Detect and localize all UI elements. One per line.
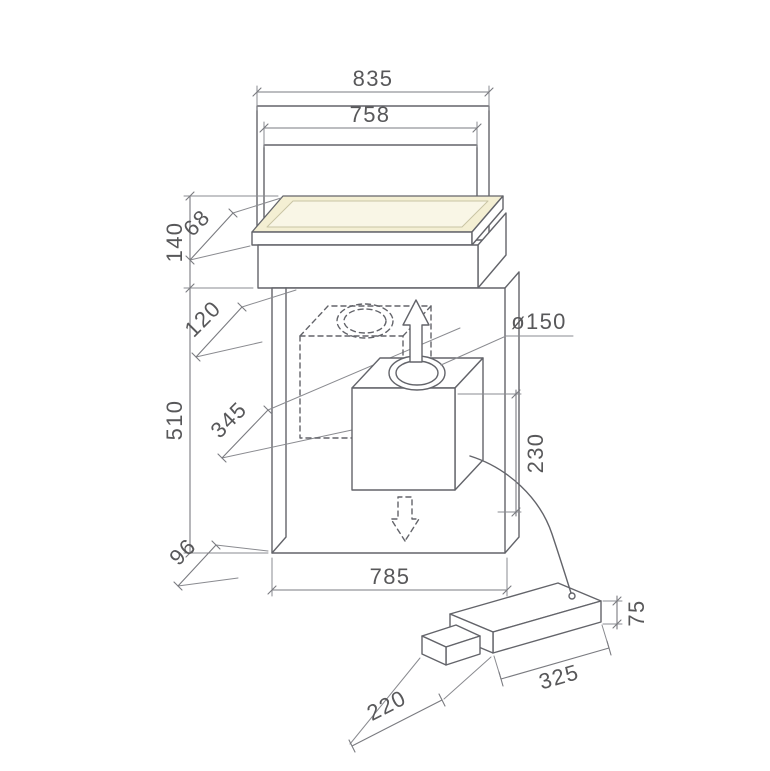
strip-front-face [251, 231, 473, 246]
alt-duct-inner-ring [343, 308, 387, 334]
blower-step-left [421, 635, 447, 666]
motor-position-guides [221, 327, 461, 459]
dim-duct-diameter: ø150 [511, 309, 566, 334]
panel-thickness-edges [271, 271, 520, 554]
dim-blower-height: 75 [624, 599, 649, 626]
dim-overall-width: 835 [353, 66, 394, 91]
cable-connector-dot [568, 592, 576, 600]
dim-top-section-height: 140 [162, 222, 187, 263]
dim-duct-height: 230 [523, 433, 548, 474]
dim-blower-width: 325 [536, 659, 582, 694]
alt-box-front-face [299, 335, 404, 439]
hood-body [257, 212, 507, 289]
dim-body-depth: 120 [179, 295, 225, 341]
duct-leader-line [440, 335, 574, 366]
dim-panel-height: 510 [162, 400, 187, 441]
extraction-strip [251, 195, 504, 246]
motor-box [351, 355, 484, 491]
dimension-ticks [173, 87, 622, 753]
dim-motor-offset: 345 [205, 396, 251, 442]
dimension-lines [177, 91, 618, 747]
airflow-up-arrow [402, 299, 430, 363]
motor-box-front-face [351, 387, 456, 491]
connection-cable [469, 455, 576, 600]
dim-panel-thickness: 96 [164, 533, 201, 570]
alt-duct-outer-ring [336, 303, 394, 339]
cable-curve [469, 455, 572, 594]
dimension-extension-lines [177, 85, 623, 745]
body-front-face [257, 244, 479, 289]
strip-glass-insert [266, 200, 489, 228]
strip-end-face [471, 195, 504, 246]
remote-blower [421, 582, 602, 666]
airflow-down-arrow [390, 496, 420, 542]
dim-panel-width: 785 [370, 564, 411, 589]
dim-glass-width: 758 [350, 102, 391, 127]
